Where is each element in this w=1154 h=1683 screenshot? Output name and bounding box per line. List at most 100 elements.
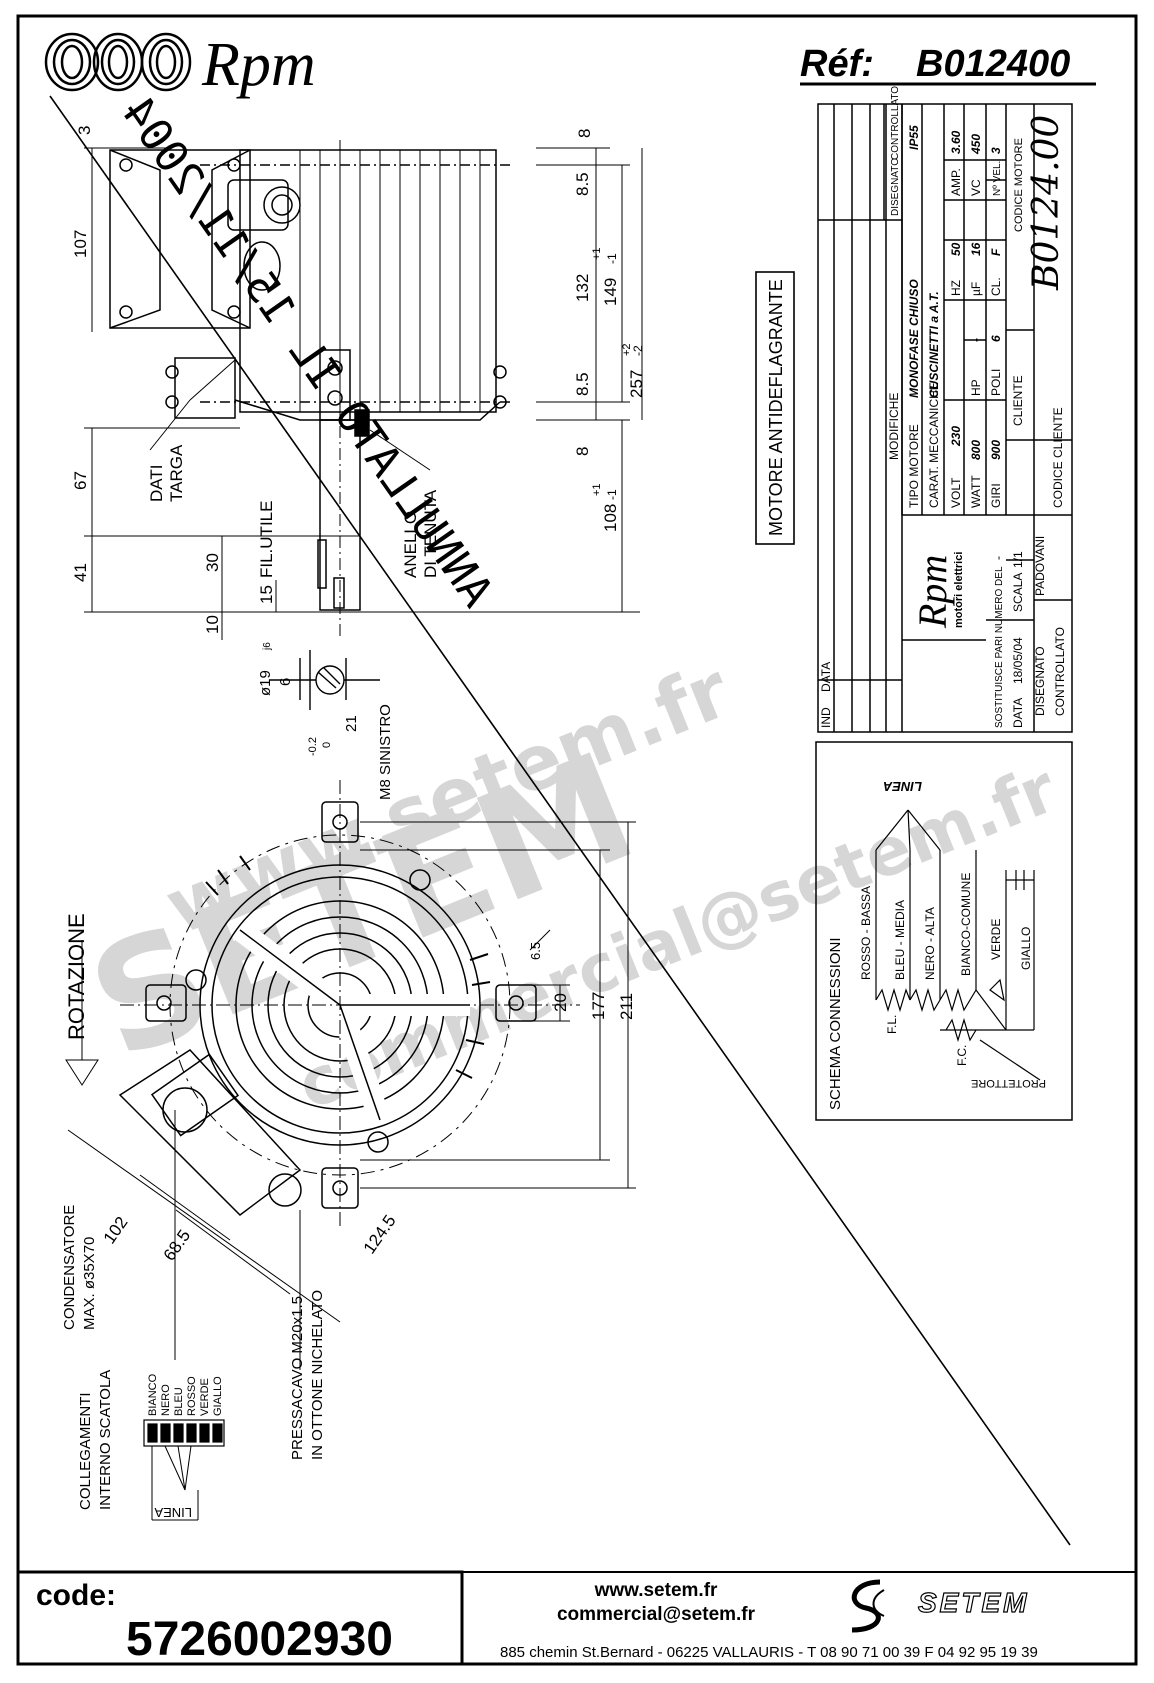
setem-logo-text: SETEM [918, 1587, 1029, 1618]
tol-257-minus: -2 [631, 345, 645, 356]
tb-amp: 3.60 [949, 130, 963, 154]
schema-giallo: GIALLO [1019, 927, 1033, 970]
terminal-giallo: GIALLO [212, 1376, 224, 1416]
terminal-verde: VERDE [199, 1378, 211, 1416]
shaft-21: 21 [343, 715, 360, 732]
tb-tipo-motore-label: TIPO MOTORE [907, 424, 921, 508]
dim-10: 10 [203, 615, 222, 634]
tb-data-label: DATA [1011, 698, 1025, 728]
schema-nero-alta: NERO - ALTA [923, 907, 937, 980]
label-di-tenuta: DI TENUTA [421, 489, 440, 578]
tol-108-plus: +1 [591, 483, 603, 496]
dim-107: 107 [71, 230, 90, 258]
dim-102: 102 [100, 1213, 132, 1247]
tb-scala-label: SCALA [1011, 573, 1025, 612]
terminal-rosso: ROSSO [186, 1376, 198, 1416]
label-targa: TARGA [167, 444, 186, 502]
brand-text: Rpm [201, 31, 316, 99]
schema-rosso-bassa: ROSSO - BASSA [859, 886, 873, 980]
tb-logo-sub: motori elettrici [953, 552, 965, 628]
tb-uf: 16 [969, 242, 983, 256]
terminal-linea: LINEA [154, 1505, 192, 1520]
setem-logo: SETEM [851, 1579, 1029, 1633]
schema-verde: VERDE [989, 919, 1003, 960]
reference: Réf: B012400 [800, 43, 1096, 86]
tb-vc: 450 [969, 134, 983, 155]
dim-257: 257 [627, 370, 646, 398]
tb-uf-label: µF [969, 282, 983, 296]
ref-label: Réf: [800, 43, 874, 85]
terminal-bleu: BLEU [173, 1387, 185, 1416]
tb-data: 18/05/04 [1011, 637, 1025, 684]
dim-15: 15 [257, 585, 276, 604]
dim-132: 132 [573, 274, 592, 302]
terminal-block: BIANCO NERO BLEU ROSSO VERDE GIALLO LINE… [143, 1373, 225, 1521]
front-view-dimensions [65, 821, 636, 1370]
dim-8-bottom: 8 [573, 447, 592, 456]
dim-68-5: 68.5 [160, 1226, 195, 1264]
tb-sostituisce: - [991, 556, 1005, 560]
dim-149: 149 [601, 278, 620, 306]
tb-sostituisce-label: SOSTITUISCE PARI NUMERO DEL [994, 566, 1005, 728]
tb-codice-motore-label: CODICE MOTORE [1013, 138, 1025, 232]
code-label: code: [36, 1579, 116, 1612]
tb-nvel-label: Nº VEL. [992, 161, 1003, 196]
dim-30: 30 [203, 553, 222, 572]
tb-volt-label: VOLT [949, 477, 963, 508]
side-view [109, 140, 510, 640]
tb-tipo-motore: MONOFASE CHIUSO [907, 279, 921, 398]
connection-schema: SCHEMA CONNESSIONI LINEA ROSSO - BASSA B… [815, 741, 1073, 1121]
dim-8-5-top: 8.5 [573, 172, 592, 196]
dim-41: 41 [71, 563, 90, 582]
dim-67: 67 [71, 471, 90, 490]
tb-amp-label: AMP. [949, 168, 963, 196]
tb-cl-label: CL. [989, 277, 1003, 296]
tb-poli-label: POLI [989, 369, 1003, 396]
side-view-dimensions [84, 147, 643, 640]
rpm-logo: Rpm [44, 31, 316, 99]
tb-scala: 1/1 [1011, 551, 1025, 568]
code-box [16, 1570, 464, 1666]
title-block-text: IND DATA MODIFICHE DISEGNATO CONTROLLATO… [819, 86, 1067, 728]
tb-carat: CUSCINETTI a A.T. [927, 291, 941, 398]
tol-149-minus: -1 [605, 253, 619, 264]
label-collegamenti: COLLEGAMENTI [77, 1392, 94, 1510]
shaft-diameter: ø19 [257, 670, 274, 696]
tb-controllato-label: CONTROLLATO [1053, 627, 1067, 716]
tb-carat-label: CARAT. MECCANICHE [927, 382, 941, 508]
label-dati: DATI [147, 465, 166, 502]
title-block [817, 103, 1073, 733]
footer-web: www.setem.fr [594, 1580, 718, 1601]
label-anello: ANELLO [401, 511, 420, 578]
heading-box: MOTORE ANTIDEFLAGRANTE [755, 271, 795, 545]
dim-20: 20 [551, 993, 570, 1012]
tb-logo-text: Rpm [910, 555, 955, 629]
tb-poli: 6 [989, 335, 1003, 342]
tb-disegnato: PADOVANI [1033, 536, 1047, 596]
dim-8-top: 8 [575, 129, 594, 138]
tb-watt: 800 [969, 440, 983, 460]
dim-108: 108 [601, 504, 620, 532]
schema-title: SCHEMA CONNESSIONI [827, 937, 844, 1110]
tb-modifiche: MODIFICHE [887, 393, 901, 460]
dim-124-5: 124.5 [360, 1212, 400, 1258]
shaft-thread: M8 SINISTRO [377, 704, 394, 800]
footer: code: 5726002930 www.setem.fr commercial… [36, 1579, 1038, 1666]
tb-volt: 230 [949, 426, 963, 447]
front-view [118, 780, 580, 1230]
schema-bianco-comune: BIANCO-COMUNE [959, 873, 973, 976]
shaft-key: 6 [277, 678, 294, 686]
shaft-tol-0: 0 [321, 742, 333, 748]
label-rotation: ROTAZIONE [64, 913, 89, 1040]
front-view-text: ROTAZIONE 177 211 20 6.5 102 68.5 124.5 … [61, 913, 636, 1510]
side-view-dimension-text: 3 107 67 41 30 15 10 8 8.5 132 149 +1 -1… [71, 126, 646, 634]
terminal-bianco: BIANCO [147, 1373, 159, 1416]
tol-108-minus: -1 [605, 489, 619, 500]
tb-cliente-label: CLIENTE [1011, 375, 1025, 426]
schema-bleu-media: BLEU - MEDIA [893, 900, 907, 980]
tb-codice-motore: B0124.00 [1026, 115, 1067, 291]
tb-disegnato-rev: DISEGNATO [890, 158, 901, 216]
tol-257-plus: +2 [621, 343, 633, 356]
tb-vc-label: VC [969, 179, 983, 196]
tb-controllato-rev: CONTROLLATO [890, 86, 901, 160]
